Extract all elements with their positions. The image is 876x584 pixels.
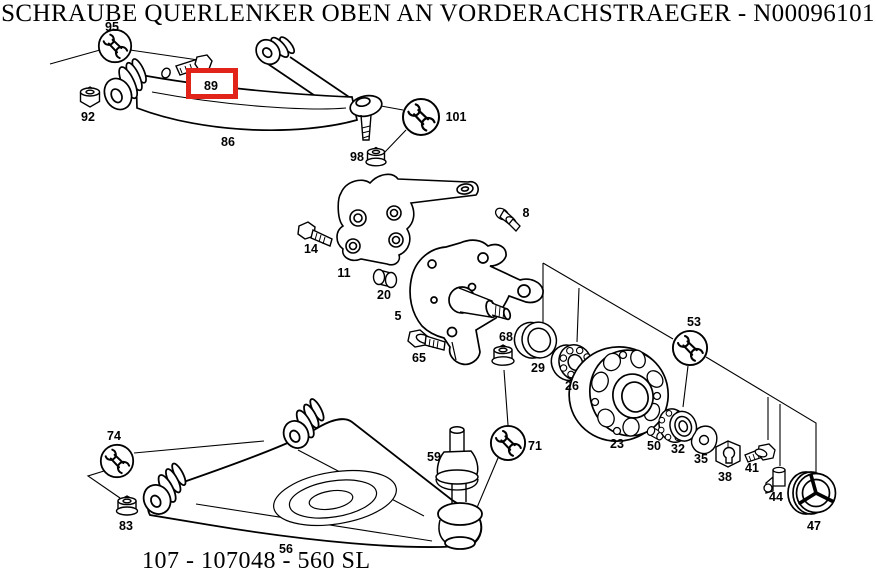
bolt-14 bbox=[297, 221, 333, 247]
part-label-74[interactable]: 74 bbox=[107, 428, 121, 443]
service-wrench-icon-71 bbox=[489, 424, 527, 462]
ball-joint-59 bbox=[435, 426, 479, 491]
part-label-11[interactable]: 11 bbox=[337, 265, 351, 280]
brake-carrier-bracket bbox=[336, 173, 479, 266]
service-wrench-icon-53 bbox=[671, 329, 709, 367]
part-label-92[interactable]: 92 bbox=[81, 109, 95, 124]
service-wrench-icon-74 bbox=[99, 443, 135, 479]
part-label-32[interactable]: 32 bbox=[671, 441, 685, 456]
lower-control-arm bbox=[142, 398, 483, 550]
part-label-8[interactable]: 8 bbox=[522, 205, 530, 220]
nut-92 bbox=[79, 86, 101, 108]
part-label-38[interactable]: 38 bbox=[718, 469, 732, 484]
seal-ring-29 bbox=[513, 321, 558, 359]
part-label-41[interactable]: 41 bbox=[745, 460, 759, 475]
bolt-8 bbox=[494, 207, 521, 232]
upper-control-arm bbox=[103, 36, 383, 141]
highlight-box bbox=[186, 68, 238, 99]
part-label-65[interactable]: 65 bbox=[412, 350, 426, 365]
part-label-20[interactable]: 20 bbox=[377, 287, 391, 302]
part-label-44[interactable]: 44 bbox=[769, 489, 783, 504]
steering-knuckle bbox=[409, 239, 544, 366]
mercedes-star-icon bbox=[798, 473, 834, 505]
bolt-41 bbox=[744, 443, 776, 463]
part-label-68[interactable]: 68 bbox=[499, 329, 513, 344]
part-label-14[interactable]: 14 bbox=[304, 241, 318, 256]
service-wrench-icon-101 bbox=[401, 97, 441, 137]
part-label-71[interactable]: 71 bbox=[528, 438, 542, 453]
bushing-20 bbox=[372, 268, 398, 289]
part-label-56[interactable]: 56 bbox=[279, 541, 293, 556]
part-label-89[interactable]: 89 bbox=[204, 78, 218, 93]
part-label-59[interactable]: 59 bbox=[427, 449, 441, 464]
wheel-hub-23 bbox=[568, 346, 670, 442]
part-label-83[interactable]: 83 bbox=[119, 518, 133, 533]
part-label-26[interactable]: 26 bbox=[565, 378, 579, 393]
part-label-98[interactable]: 98 bbox=[350, 149, 364, 164]
part-label-101[interactable]: 101 bbox=[445, 109, 467, 124]
page-title: SCHRAUBE QUERLENKER OBEN AN VORDERACHSTR… bbox=[1, 0, 875, 27]
service-wrench-icon-95 bbox=[97, 28, 133, 64]
part-label-53[interactable]: 53 bbox=[687, 314, 701, 329]
bearing-32 bbox=[657, 408, 698, 444]
clamp-nut-38 bbox=[715, 440, 741, 468]
nut-98 bbox=[365, 146, 387, 167]
clip-44 bbox=[763, 466, 786, 494]
washer-35 bbox=[690, 425, 718, 455]
part-label-86[interactable]: 86 bbox=[221, 134, 235, 149]
part-label-95[interactable]: 95 bbox=[105, 19, 119, 34]
leader-lines bbox=[49, 49, 817, 518]
part-label-47[interactable]: 47 bbox=[807, 518, 821, 533]
part-label-35[interactable]: 35 bbox=[694, 451, 708, 466]
part-label-50[interactable]: 50 bbox=[647, 438, 661, 453]
hub-cap-47 bbox=[787, 471, 837, 515]
catalog-reference: 107 - 107048 - 560 SL bbox=[142, 548, 371, 574]
part-label-23[interactable]: 23 bbox=[610, 436, 624, 451]
nut-83 bbox=[115, 495, 139, 516]
nut-68 bbox=[491, 344, 515, 366]
part-label-5[interactable]: 5 bbox=[394, 308, 402, 323]
part-label-29[interactable]: 29 bbox=[531, 360, 545, 375]
bolt-65 bbox=[407, 329, 446, 351]
